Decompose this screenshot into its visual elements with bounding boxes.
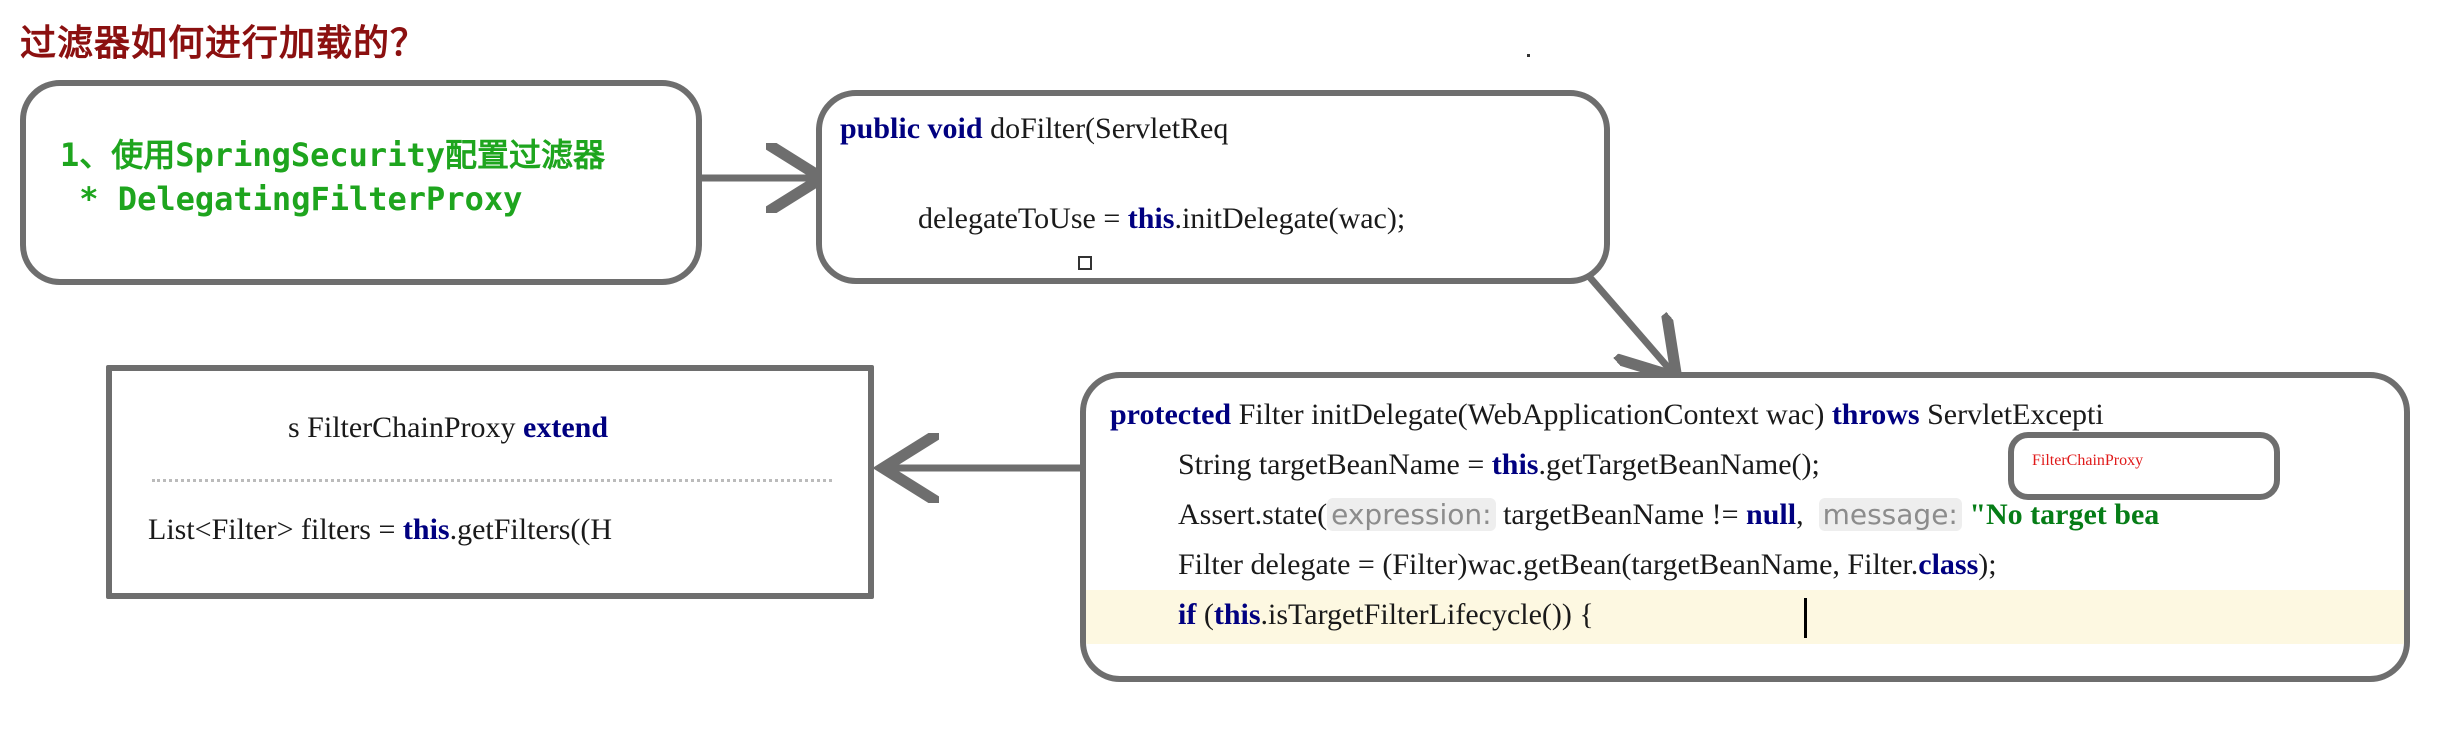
spring-security-config-box: 1、使用SpringSecurity配置过滤器 * DelegatingFilt… [20, 80, 702, 285]
filter-chain-proxy-callout [2008, 432, 2280, 500]
get-filters-line: List<Filter> filters = this.getFilters((… [148, 513, 613, 546]
filter-chain-proxy-box: s FilterChainProxy extend List<Filter> f… [106, 365, 874, 599]
current-line-highlight [1086, 590, 2404, 644]
filter-chain-proxy-class-line: s FilterChainProxy extend [288, 411, 609, 444]
init-delegate-signature: protected Filter initDelegate(WebApplica… [1110, 398, 2104, 431]
selection-handle [1078, 256, 1092, 270]
dofilter-signature: public void doFilter(ServletReq [840, 112, 1229, 145]
if-lifecycle-line: if (this.isTargetFilterLifecycle()) { [1178, 598, 1594, 631]
clipped-line-fragment [152, 479, 832, 486]
dofilter-code-box: public void doFilter(ServletReq delegate… [816, 90, 1610, 284]
target-bean-name-line: String targetBeanName = this.getTargetBe… [1178, 448, 1820, 481]
delegate-to-use-line: delegateToUse = this.initDelegate(wac); [918, 202, 1406, 235]
param-hint-expression: expression: [1327, 498, 1496, 531]
init-delegate-code-box: protected Filter initDelegate(WebApplica… [1080, 372, 2410, 682]
text-cursor [1804, 598, 1807, 638]
config-step-text: 1、使用SpringSecurity配置过滤器 [60, 136, 605, 174]
page-title: 过滤器如何进行加载的？ [20, 22, 428, 64]
delegating-filter-proxy-text: * DelegatingFilterProxy [60, 180, 523, 218]
assert-state-line: Assert.state(expression: targetBeanName … [1178, 498, 2160, 531]
speck-mark [1527, 54, 1530, 57]
get-bean-line: Filter delegate = (Filter)wac.getBean(ta… [1178, 548, 1997, 581]
filter-chain-proxy-annotation: FilterChainProxy [2032, 452, 2144, 469]
arrow-box2-to-box3 [1577, 263, 1672, 372]
param-hint-message: message: [1818, 498, 1962, 531]
